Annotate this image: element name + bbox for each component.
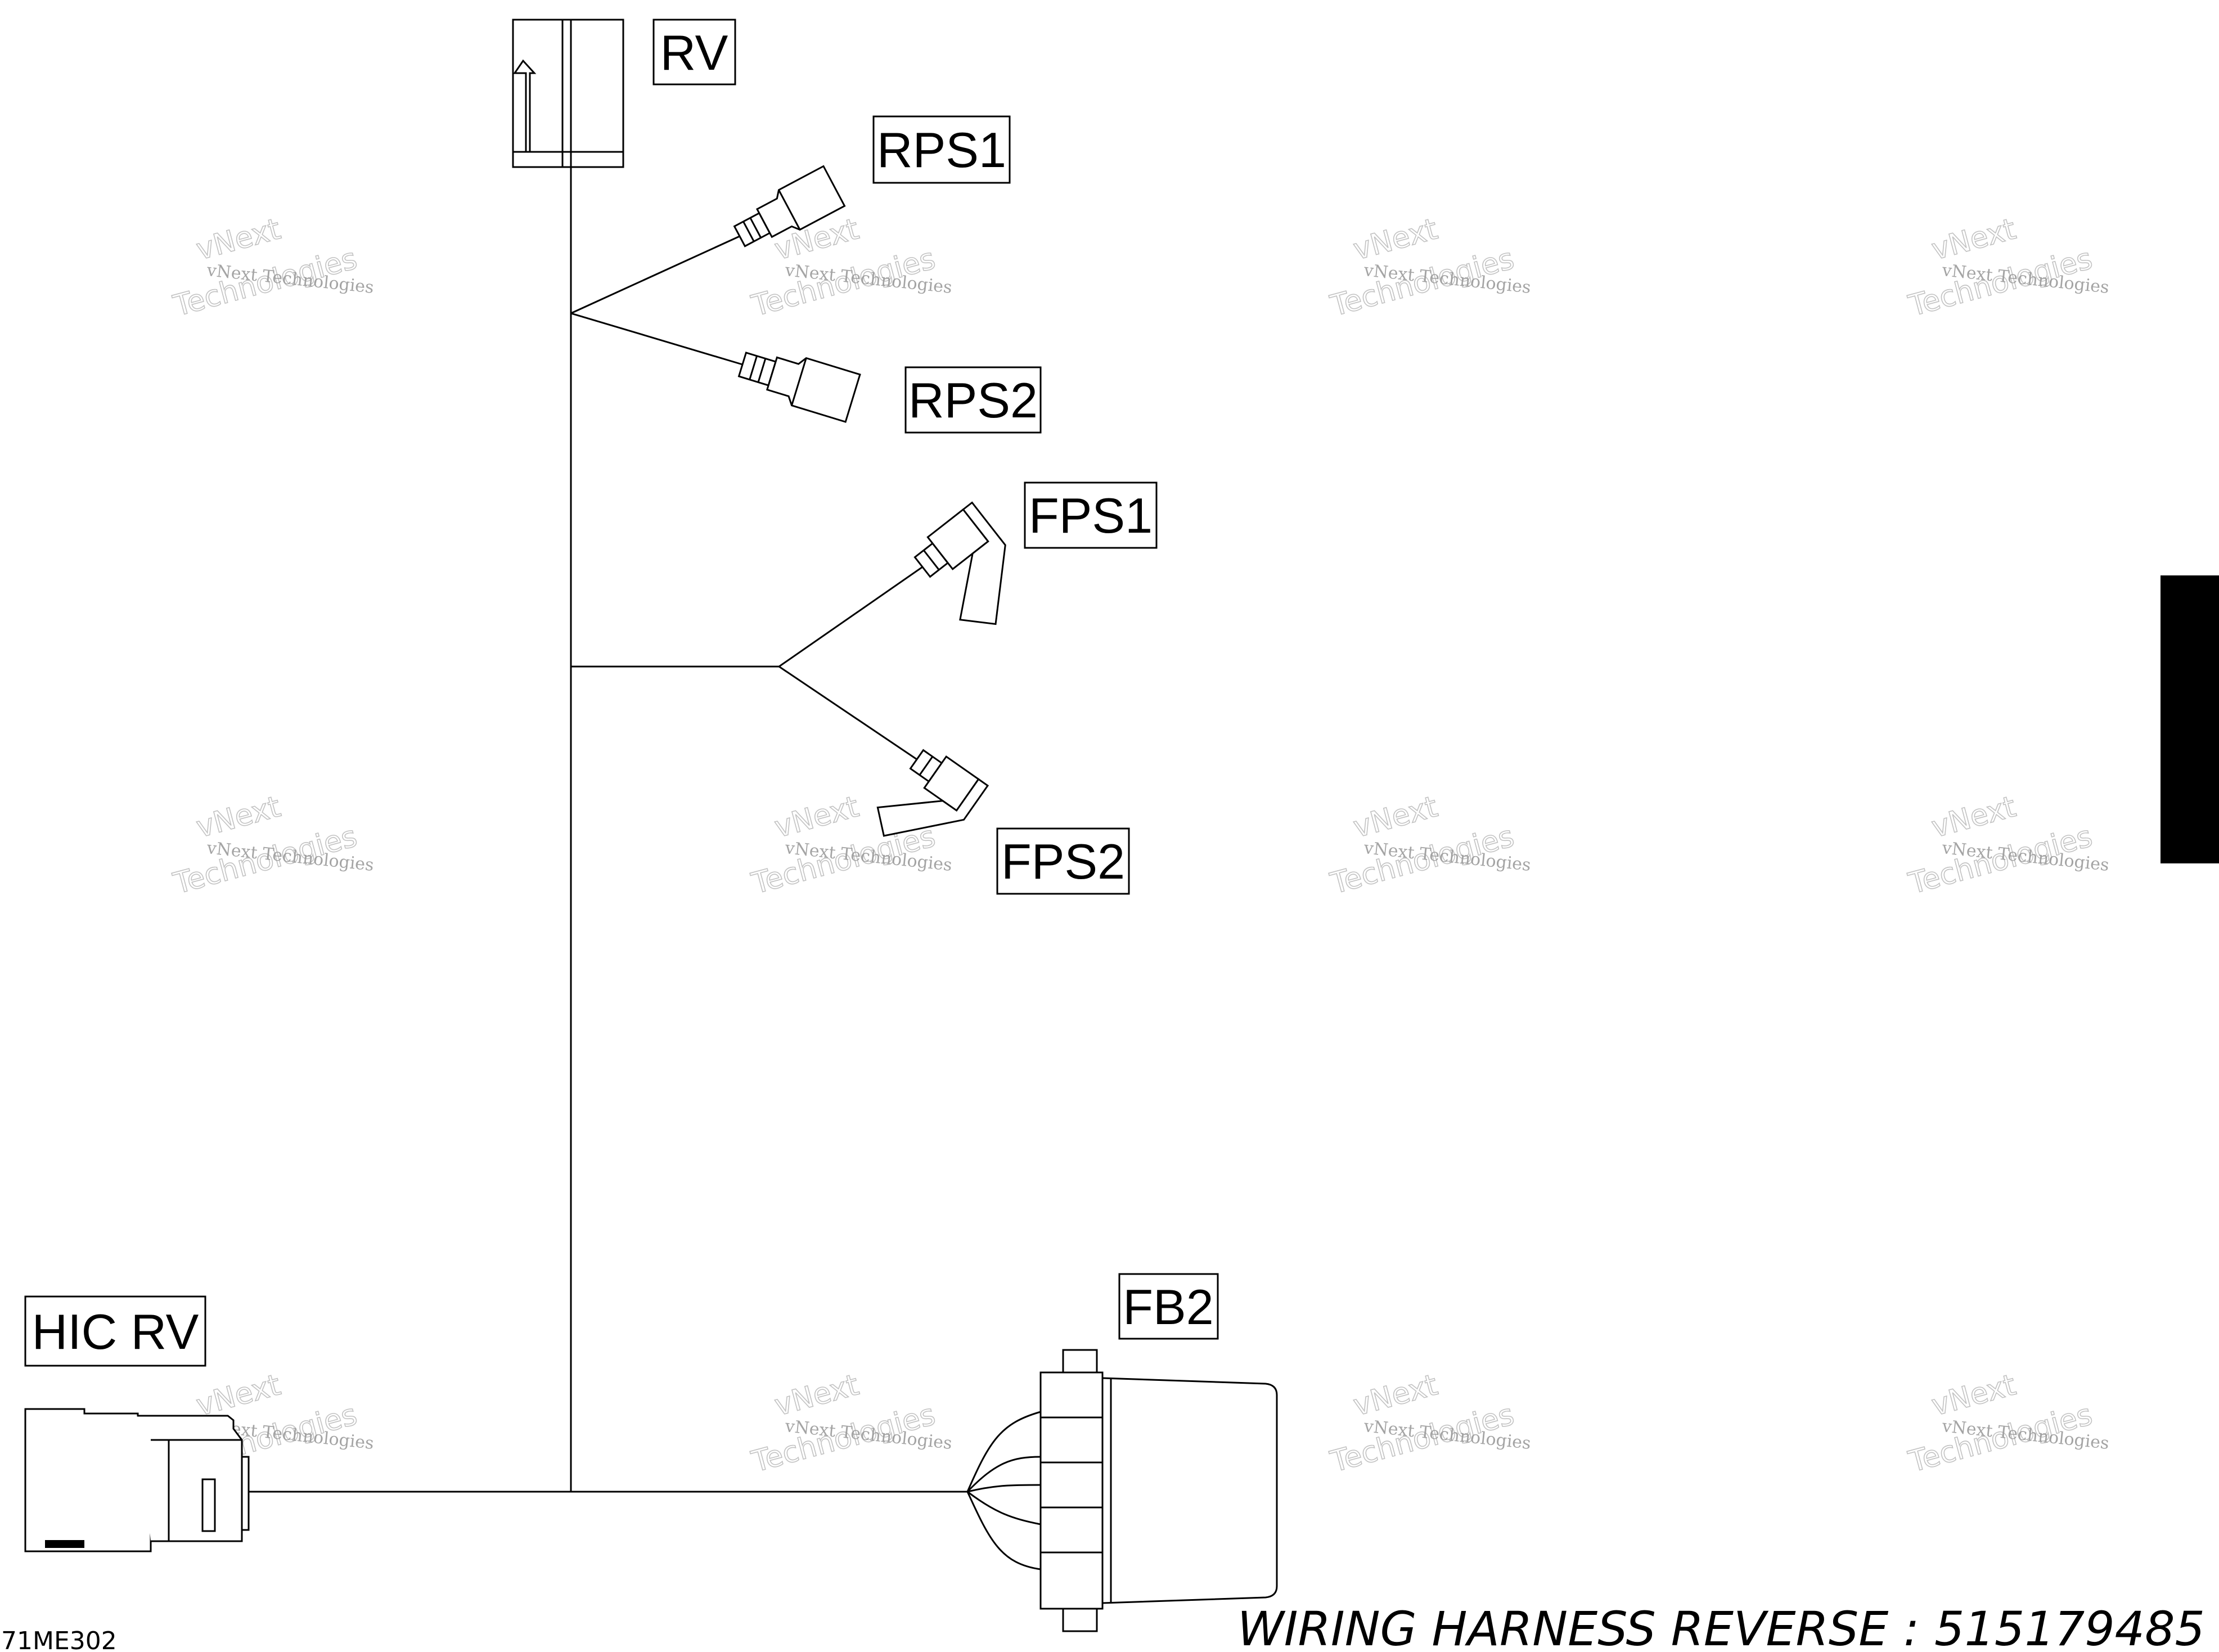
label-text: HIC RV [32,1304,199,1360]
watermark: vNext vNext Technologies Technologies [748,1367,953,1479]
rps1-connector-ring [742,221,755,242]
fb2-connector-collar [1039,1371,1104,1610]
drawing-title: WIRING HARNESS REVERSE : 515179485 [1237,1601,2205,1652]
label-text: RPS1 [877,122,1006,178]
label-box [996,827,1130,895]
watermark: vNext vNext Technologies Technologies [1326,211,1532,323]
rps2-connector-body [766,356,861,423]
label-box [24,1295,206,1367]
fb2-connector [966,1349,1278,1632]
label-rv: RV [652,19,736,85]
fps2-branch-wire [778,665,917,760]
watermark: vNext vNext Technologies Technologies [169,789,375,901]
fb2-wire-fan [966,1411,1041,1492]
label-hic-rv: HIC RV [24,1295,206,1367]
watermark: vNext vNext Technologies Technologies [1326,789,1532,901]
watermark-vnext: vNext [193,790,284,844]
rv-connector-latch [513,59,537,153]
rps2-connector-edge [791,358,807,406]
rps2-connector-ring [757,358,767,383]
watermark-vnext: vNext [771,790,862,844]
watermark-vnext: vNext [193,212,284,267]
label-box [1118,1273,1219,1340]
fb2-connector-body [1101,1377,1278,1604]
rps1-connector-body [755,165,846,238]
label-text: RPS2 [908,372,1038,428]
fb2-wire-fan [967,1484,1041,1493]
fb2-wire-fan [966,1456,1041,1493]
watermark: vNext vNext Technologies Technologies [1905,211,2110,323]
watermark-vnext: vNext [1350,1368,1441,1423]
fb2-wire-fan [967,1491,1041,1525]
rps2-connector [737,352,861,423]
label-text: FB2 [1123,1279,1213,1335]
hic-rv-connector-latch [201,1478,216,1532]
label-text: FPS2 [1001,834,1125,889]
hic-rv-connector [24,1408,250,1552]
hic-rv-connector-tab [45,1540,84,1548]
fb2-connector-clip-bottom [1062,1608,1098,1632]
fps1-connector [913,501,1006,625]
label-rps2: RPS2 [904,366,1042,434]
fps1-branch-wire [778,566,923,668]
watermark-vnext: vNext [1350,212,1441,267]
watermark: vNext vNext Technologies Technologies [169,211,375,323]
hic-rv-connector-collar [241,1456,250,1531]
rv-connector [512,19,624,168]
fps1-connector-body [959,501,1006,625]
label-text: RV [660,25,728,80]
watermark-vnext: vNext [771,1368,862,1423]
watermark-vnext: vNext [1928,790,2019,844]
side-tab [2161,575,2219,863]
watermark-vnext: vNext [1928,212,2019,267]
label-box [652,19,736,85]
harness-wires [247,167,967,1493]
label-fps2: FPS2 [996,827,1130,895]
rps2-branch-wire [570,312,743,366]
watermark-vnext: vNext [1928,1368,2019,1423]
component-labels: RV RPS1 RPS2 FPS1 FPS2 FB2 HIC RV [24,19,1219,1367]
watermark-vnext: vNext [1350,790,1441,844]
label-text: FPS1 [1029,488,1153,543]
label-box [904,366,1042,434]
rps1-connector-ring [749,217,762,238]
watermark-vnext: vNext [193,1368,284,1423]
watermark: vNext vNext Technologies Technologies [1905,789,2110,901]
fps2-connector [876,749,989,837]
rv-connector-body [512,19,624,168]
fps2-connector-ring [919,756,934,776]
rps1-connector [733,165,846,247]
hic-rv-connector-body [24,1408,152,1552]
label-fps1: FPS1 [1024,481,1158,549]
watermark: vNext vNext Technologies Technologies [1326,1367,1532,1479]
watermark: vNext vNext Technologies Technologies [1905,1367,2110,1479]
rps1-connector-edge [778,190,801,231]
label-box [1024,481,1158,549]
fb2-connector-clip-top [1062,1349,1098,1374]
label-fb2: FB2 [1118,1273,1219,1340]
fps2-connector-body [876,778,989,837]
figure-reference: 71ME302 [1,1627,117,1652]
fb2-wire-fan [966,1491,1041,1570]
rps2-connector-ring [749,355,758,380]
label-rps1: RPS1 [872,115,1011,184]
label-box [872,115,1011,184]
hic-rv-connector-housing [138,1415,243,1542]
fps1-connector-ring [923,550,940,570]
rps1-branch-wire [570,235,740,314]
